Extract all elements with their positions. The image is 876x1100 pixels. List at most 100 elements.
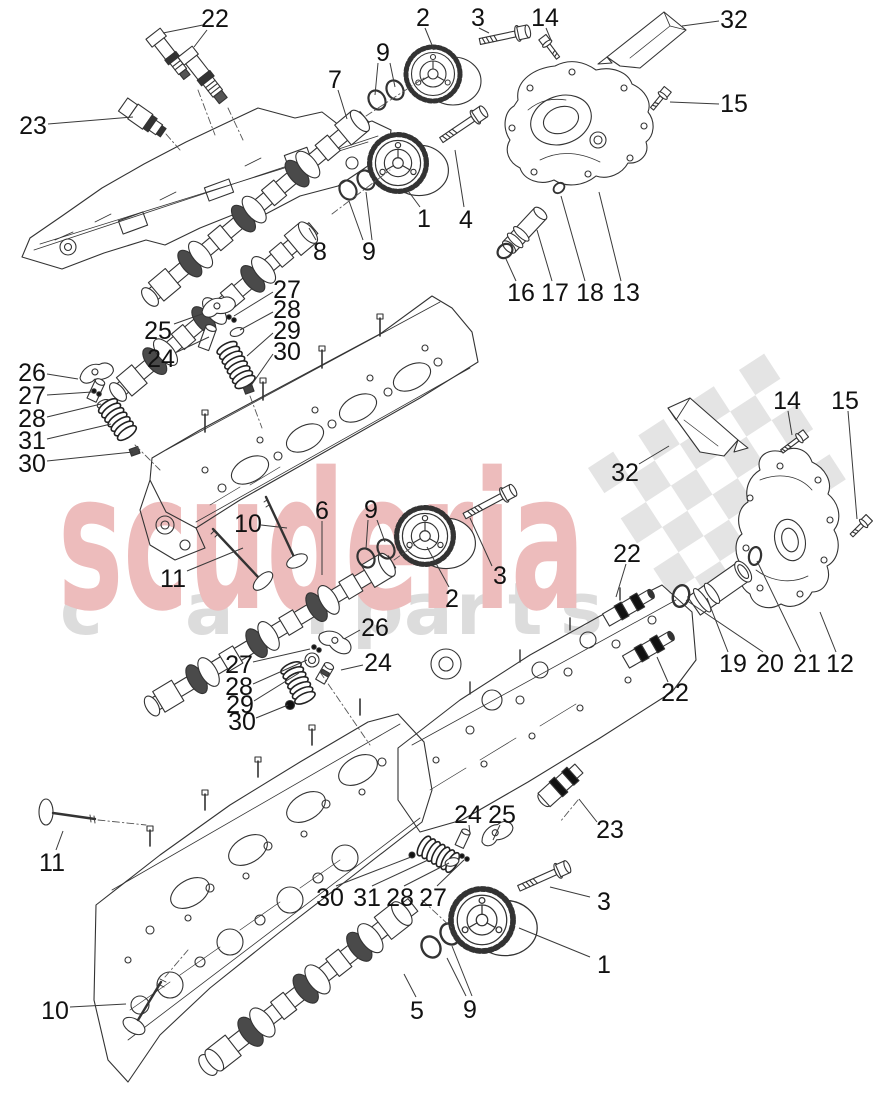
leader-line-27 <box>46 391 93 396</box>
checker-square <box>653 552 695 594</box>
callout-30-27: 30 <box>18 450 46 478</box>
camshaft-adjuster-1-top-drawing <box>367 132 449 197</box>
seal-ring-16-drawing <box>496 242 514 260</box>
callout-23-51: 23 <box>596 816 624 844</box>
callout-14-3: 14 <box>531 4 559 32</box>
callout-25-50: 25 <box>488 801 516 829</box>
callout-28-20: 28 <box>273 296 301 324</box>
leader-line-8 <box>308 227 317 241</box>
callout-27-24: 27 <box>18 382 46 410</box>
callout-3-2: 3 <box>471 4 485 32</box>
camshaft-adjuster-2-top-drawing <box>403 44 482 106</box>
bolt-4-drawing <box>439 105 489 144</box>
callout-30-53: 30 <box>316 884 344 912</box>
callout-31-26: 31 <box>18 427 46 455</box>
leader-line-31 <box>46 423 112 440</box>
bolt-15-right-drawing <box>849 514 873 538</box>
callout-26-34: 26 <box>361 614 389 642</box>
bolt-3-top-drawing <box>478 24 532 46</box>
leader-line-27 <box>252 648 311 663</box>
leader-line-18 <box>560 195 586 282</box>
leader-line-5 <box>403 973 417 998</box>
checker-square <box>588 451 630 494</box>
leader-line-1 <box>405 187 421 208</box>
callout-32-4: 32 <box>720 6 748 34</box>
timing-cover-12-drawing <box>735 447 840 609</box>
leader-line-23 <box>578 798 598 823</box>
callout-10-28: 10 <box>234 510 262 538</box>
leader-line-27 <box>436 859 465 887</box>
leader-line-12 <box>819 611 837 653</box>
solenoid-valve-22-right-a-drawing <box>601 588 655 627</box>
leader-line-3 <box>549 886 591 898</box>
leader-line-22 <box>162 24 204 34</box>
callout-5-59: 5 <box>410 997 424 1025</box>
callout-27-19: 27 <box>273 276 301 304</box>
leader-line-29 <box>246 332 274 357</box>
leader-line-11 <box>55 830 64 851</box>
callout-32-40: 32 <box>611 459 639 487</box>
callout-28-37: 28 <box>225 673 253 701</box>
callout-14-41: 14 <box>773 387 801 415</box>
callout-27-36: 27 <box>225 651 253 679</box>
o-ring-20-drawing <box>671 583 691 609</box>
leader-line-9 <box>376 519 386 543</box>
callout-3-57: 3 <box>597 888 611 916</box>
o-rings-9-top-drawing <box>338 79 405 201</box>
callout-11-29: 11 <box>160 565 186 593</box>
callout-15-7: 15 <box>720 90 748 118</box>
watermark-letter: r <box>456 567 492 651</box>
valve-train-cluster-left-drawing <box>79 362 141 457</box>
callout-25-17: 25 <box>144 317 172 345</box>
callout-22-43: 22 <box>613 540 641 568</box>
oil-pipe-19-drawing <box>687 560 753 616</box>
checker-square <box>620 501 663 544</box>
leader-line-29 <box>253 672 300 702</box>
callout-1-9: 1 <box>417 205 431 233</box>
leader-line-23 <box>47 116 134 125</box>
leader-line-3 <box>469 517 493 567</box>
leader-line-20 <box>685 599 764 653</box>
leader-line-9 <box>348 200 364 241</box>
callout-26-23: 26 <box>18 359 46 387</box>
callout-23-8: 23 <box>19 112 47 140</box>
leader-line-28 <box>252 659 308 685</box>
watermark-letter: a <box>185 567 234 651</box>
cylinder-head-lower-drawing <box>93 698 433 1083</box>
bolt-15-top-drawing <box>649 85 672 111</box>
watermark-letter: t <box>508 567 542 651</box>
leader-line-26 <box>46 373 79 380</box>
callout-1-58: 1 <box>597 951 611 979</box>
leader-line-30 <box>335 856 412 887</box>
leader-line-9 <box>365 519 369 550</box>
callout-9-5: 9 <box>376 39 390 67</box>
camshaft-5-drawing <box>198 898 419 1076</box>
bolt-3-bottom-drawing <box>517 860 572 892</box>
checker-square <box>738 353 781 396</box>
callout-9-31: 9 <box>364 496 378 524</box>
leader-line-24 <box>340 664 364 671</box>
callout-4-10: 4 <box>459 206 473 234</box>
leader-line-22 <box>615 563 627 598</box>
car-parts-watermark: carparts <box>60 567 603 651</box>
leader-line-21 <box>756 560 802 653</box>
leader-line-24 <box>176 336 210 353</box>
callout-29-38: 29 <box>226 691 254 719</box>
leader-line-26 <box>343 629 361 640</box>
callout-20-45: 20 <box>756 650 784 678</box>
leader-line-19 <box>706 597 729 653</box>
leader-line-2 <box>426 546 450 588</box>
callout-27-56: 27 <box>419 884 447 912</box>
leader-line-28 <box>403 862 450 887</box>
leader-line-3 <box>478 27 490 34</box>
oil-pipe-17-drawing <box>501 206 548 254</box>
valve-train-cluster-mid-drawing <box>280 630 352 711</box>
camshaft-adjuster-1-bottom-drawing <box>448 886 538 957</box>
callout-30-39: 30 <box>228 708 256 736</box>
leader-line-9 <box>374 62 379 96</box>
callout-2-32: 2 <box>445 585 459 613</box>
callout-9-12: 9 <box>362 238 376 266</box>
callout-11-52: 11 <box>39 849 65 877</box>
